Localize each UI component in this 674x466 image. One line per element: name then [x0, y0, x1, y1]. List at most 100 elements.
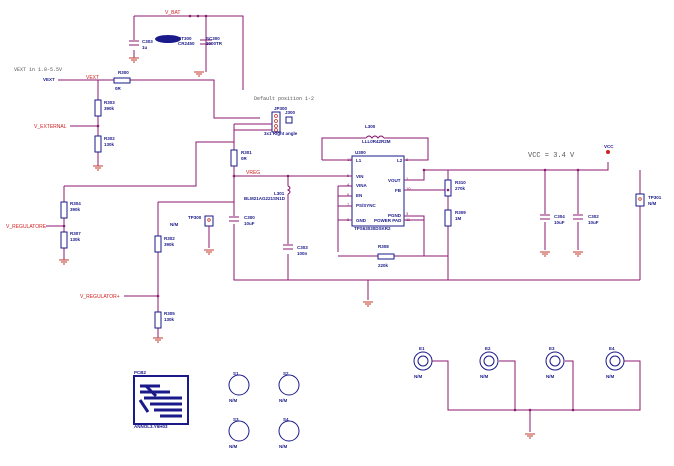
- c304-val: 10uF: [554, 220, 565, 225]
- svg-text:7: 7: [347, 202, 350, 207]
- svg-text:3: 3: [406, 211, 409, 216]
- input-caps: TP300 N/M C300 10uF L301 BLM21AG221SN1D …: [170, 174, 640, 281]
- output-section: VCC = 3.4 V VCC C304 10uF C302 10uF TP30…: [528, 144, 662, 280]
- jumper-section: Default position 1-2 JP300 J300 3x1 Righ…: [230, 96, 350, 177]
- vbat-section: V_BAT C303 1u BT300 CR2450 SC300 2000TR: [129, 10, 244, 90]
- ic-pin-l1: L1: [356, 158, 362, 163]
- l301-val: BLM21AG221SN1D: [244, 196, 286, 201]
- r300-ref: R300: [118, 70, 129, 75]
- r309-body: [444, 209, 452, 227]
- ic-pin-en: EN: [356, 193, 362, 198]
- net-v-bat: V_BAT: [165, 10, 180, 16]
- ic-pin-vina: VINA: [356, 183, 368, 188]
- ic-ref: U300: [355, 150, 366, 155]
- r309-val: 1M: [455, 216, 462, 221]
- bt-val: CR2450: [178, 41, 195, 46]
- r303-ref: R303: [104, 100, 115, 105]
- pcb-val: ANNOL3.Y6H03: [134, 424, 168, 429]
- tp300-val: N/M: [170, 222, 179, 227]
- c304-ref: C304: [554, 214, 565, 219]
- r308-val: 220k: [378, 263, 389, 268]
- pcb-logo: PCB2 ANNOL3.Y6H03: [133, 370, 189, 429]
- ic-pin-vin: VIN: [356, 174, 364, 179]
- pcb-ref: PCB2: [134, 370, 147, 375]
- r309-ref: R309: [455, 210, 466, 215]
- regulator-ic: U300 TPS63030DSKR2 L1 L2 VIN VINA EN PS/…: [288, 124, 609, 307]
- s1-ref: S1: [233, 371, 239, 376]
- vcc-voltage-note: VCC = 3.4 V: [528, 152, 575, 160]
- tp301-val: N/M: [648, 201, 657, 206]
- s1-val: N/M: [229, 398, 238, 403]
- svg-text:6: 6: [347, 192, 350, 197]
- net-v-external: V_EXTERNAL: [34, 124, 67, 130]
- regulator-feedback: R304 390k R307 130k V_REGULATORE R302 39…: [6, 141, 235, 343]
- jp300-ref: JP300: [274, 106, 288, 111]
- sc-ref: SC300: [206, 36, 220, 41]
- r301-body: [230, 149, 238, 167]
- e2-ref: E2: [485, 346, 491, 351]
- c-top-ref: C303: [142, 39, 153, 44]
- r304-val: 390k: [70, 207, 81, 212]
- mounting-holes: E1 N/M E2 N/M E3 N/M E4 N/M: [413, 346, 641, 439]
- bt-ref: BT300: [178, 36, 192, 41]
- net-vreg: VREG: [246, 170, 260, 176]
- c302-val: 10uF: [588, 220, 599, 225]
- e3-val: N/M: [546, 374, 555, 379]
- svg-text:1: 1: [406, 176, 409, 181]
- ic-pin-pssync: PS/SYNC: [356, 203, 377, 208]
- r307-body: [60, 231, 68, 249]
- net-v-regulator: V_REGULATORE: [6, 224, 47, 230]
- vext-range-note: VEXT in 1.8-5.5V: [14, 67, 62, 73]
- ic-body: [351, 155, 405, 227]
- r303-body: [94, 99, 102, 117]
- e1-val: N/M: [414, 374, 423, 379]
- ic-part: TPS63030DSKR2: [354, 226, 391, 231]
- net-vext: VEXT: [86, 75, 99, 81]
- tp301-ref: TP301: [648, 195, 662, 200]
- r300-body: [113, 77, 131, 84]
- r308-body: [377, 253, 395, 260]
- r302-body: [94, 135, 102, 153]
- l301-ref: L301: [274, 191, 285, 196]
- s4-val: N/M: [279, 444, 288, 449]
- s2-val: N/M: [279, 398, 288, 403]
- vcc-port: [606, 150, 610, 154]
- r302b-body: [154, 235, 162, 253]
- r307-ref: R307: [70, 231, 81, 236]
- r305-body: [154, 311, 162, 329]
- e4-ref: E4: [609, 346, 615, 351]
- net-v-regulator-2: V_REGULATOR+: [80, 294, 120, 300]
- jumper-note: Default position 1-2: [254, 96, 314, 102]
- r303-val: 390k: [104, 106, 115, 111]
- e4-val: N/M: [606, 374, 615, 379]
- r310-val: 270k: [455, 186, 466, 191]
- s4-ref: S4: [283, 417, 289, 422]
- r308-ref: R308: [378, 244, 389, 249]
- ic-pin-pgnd: PGND: [388, 213, 402, 218]
- c303-val: 100n: [297, 251, 308, 256]
- standoffs: S1 N/M S2 N/M S3 N/M S4 N/M: [228, 371, 300, 449]
- r307-val: 130k: [70, 237, 81, 242]
- r302-ref: R302: [104, 136, 115, 141]
- r301-val: 0R: [241, 156, 248, 161]
- svg-text:10: 10: [406, 186, 411, 191]
- sc-val: 2000TR: [206, 41, 223, 46]
- e3-ref: E3: [549, 346, 555, 351]
- vext-section: VEXT in 1.8-5.5V VEXT VEXT R300 0R R303 …: [14, 67, 260, 171]
- s3-val: N/M: [229, 444, 238, 449]
- vext-port-label: VEXT: [43, 77, 55, 82]
- svg-text:4: 4: [347, 182, 350, 187]
- l300-ref: L300: [365, 124, 376, 129]
- ic-pin-fb: FB: [395, 188, 402, 193]
- r302b-val: 390k: [164, 242, 175, 247]
- l300-val: LLL0R42R2M: [362, 139, 391, 144]
- j300-ref: J300: [285, 110, 296, 115]
- ic-pin-l2: L2: [397, 158, 403, 163]
- battery-body: [155, 35, 181, 43]
- c303-ref: C303: [297, 245, 308, 250]
- r304-body: [60, 201, 68, 219]
- c300-ref: C300: [244, 215, 255, 220]
- r310-ref: R310: [455, 180, 466, 185]
